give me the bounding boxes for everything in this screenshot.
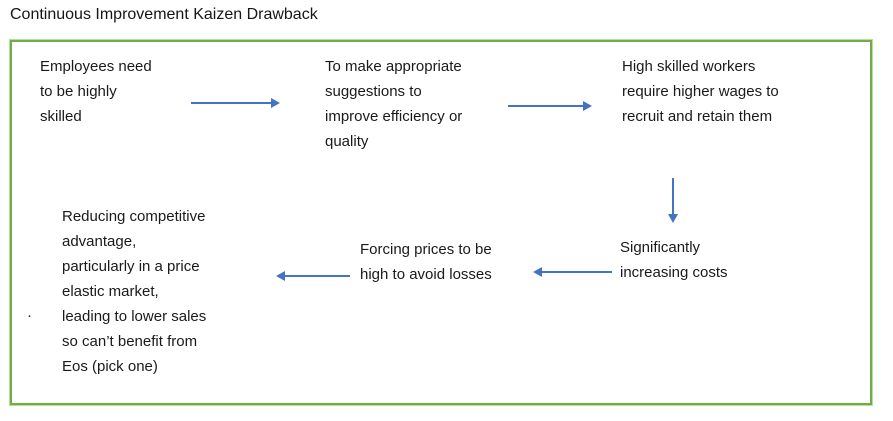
bullet-dot: ·: [27, 307, 32, 324]
arrow-right-icon-2: [508, 101, 592, 111]
arrow-left-icon-2: [276, 271, 350, 281]
arrow-left-icon-1: [533, 267, 612, 277]
node-higher-wages: High skilled workers require higher wage…: [622, 58, 779, 125]
node-forcing-prices: Forcing prices to be high to avoid losse…: [360, 241, 492, 283]
node-suggestions: To make appropriate suggestions to impro…: [325, 58, 463, 150]
node-employees-skilled: Employees need to be highly skilled: [40, 58, 152, 125]
page-title: Continuous Improvement Kaizen Drawback: [10, 6, 318, 23]
node-increasing-costs: Significantly increasing costs: [620, 239, 728, 281]
arrow-right-icon-1: [191, 98, 280, 108]
diagram-border-box: [9, 39, 873, 406]
node-reducing-advantage: Reducing competitive advantage, particul…: [62, 208, 207, 375]
arrow-down-icon: [668, 178, 678, 223]
